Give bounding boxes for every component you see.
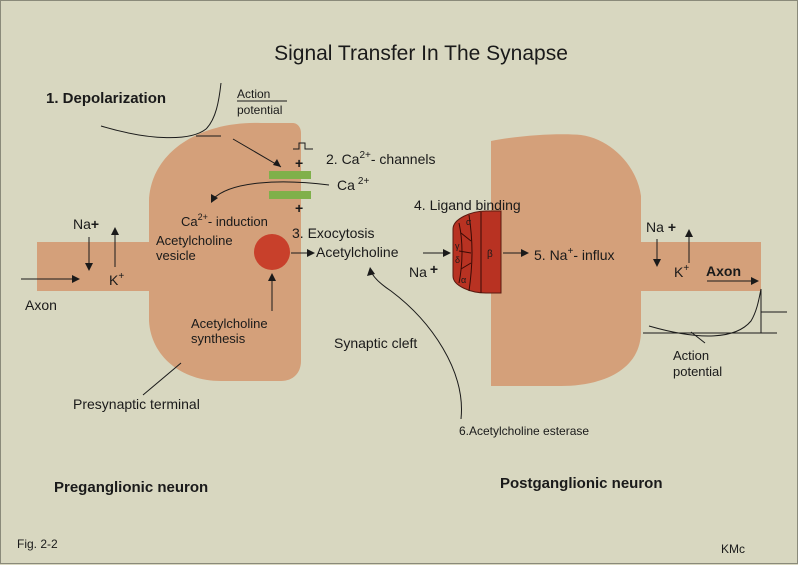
na-left-label: Na+ bbox=[73, 216, 99, 232]
ap-to-channel-line bbox=[232, 138, 282, 168]
k-right-label: K+ bbox=[674, 263, 689, 280]
ap-right-label-2: potential bbox=[673, 364, 722, 379]
depolarization-label: 1. Depolarization bbox=[46, 90, 166, 107]
axon-left-arrowhead bbox=[72, 275, 80, 283]
ap-right-leader bbox=[690, 331, 706, 344]
pulse-symbol bbox=[293, 142, 313, 150]
na-influx-label: 5. Na+- influx bbox=[534, 246, 615, 263]
postganglionic-label: Postganglionic neuron bbox=[500, 475, 663, 492]
ach-synthesis-label-2: synthesis bbox=[191, 331, 246, 346]
k-left-label: K+ bbox=[109, 271, 124, 288]
k-left-arrowhead bbox=[111, 227, 119, 235]
vesicle-to-ach-arrowhead bbox=[307, 249, 315, 257]
receptor-alpha-top: α bbox=[466, 217, 471, 227]
ap-left-label-2: potential bbox=[237, 103, 282, 117]
na-receptor-label: Na+ bbox=[409, 261, 438, 280]
ap-left-label-1: Action bbox=[237, 87, 270, 101]
ach-vesicle-label-1: Acetylcholine bbox=[156, 233, 233, 248]
k-right-arrowhead bbox=[685, 229, 693, 237]
esterase-arrowhead bbox=[367, 267, 375, 276]
acetylcholine-label: Acetylcholine bbox=[316, 244, 399, 260]
calcium-channel-bottom bbox=[269, 191, 311, 199]
presynaptic-terminal-label: Presynaptic terminal bbox=[73, 396, 200, 412]
receptor-to-influx-arrowhead bbox=[521, 249, 529, 257]
ap-to-channel-arrowhead bbox=[273, 159, 281, 167]
ach-to-receptor-arrowhead bbox=[443, 249, 451, 257]
ap-left-curve bbox=[100, 82, 222, 139]
axon-right-label: Axon bbox=[706, 263, 741, 279]
ligand-binding-label: 4. Ligand binding bbox=[414, 197, 521, 213]
receptor-alpha-bottom: α bbox=[461, 275, 466, 285]
exocytosis-label: 3. Exocytosis bbox=[292, 225, 374, 241]
calcium-channel-top bbox=[269, 171, 311, 179]
na-left-arrowhead bbox=[85, 263, 93, 271]
ca-induction-label: Ca2+- induction bbox=[181, 212, 268, 229]
esterase-label: 6.Acetylcholine esterase bbox=[459, 424, 589, 438]
figure-label: Fig. 2-2 bbox=[17, 537, 58, 551]
preganglionic-label: Preganglionic neuron bbox=[54, 479, 208, 496]
na-right-label: Na+ bbox=[646, 219, 676, 235]
presynaptic-leader bbox=[142, 362, 182, 396]
axon-left-label: Axon bbox=[25, 297, 57, 313]
receptor-gamma: γ bbox=[455, 241, 460, 251]
ach-vesicle-label-2: vesicle bbox=[156, 248, 196, 263]
acetylcholine-vesicle bbox=[254, 234, 290, 270]
plus-channel-bottom: + bbox=[295, 200, 303, 216]
postsynaptic-neuron bbox=[491, 134, 761, 386]
plus-channel-top: + bbox=[295, 155, 303, 171]
ap-right-label-1: Action bbox=[673, 348, 709, 363]
ach-synthesis-label-1: Acetylcholine bbox=[191, 316, 268, 331]
receptor-delta: δ bbox=[455, 255, 460, 265]
synaptic-cleft-label: Synaptic cleft bbox=[334, 335, 417, 351]
ap-right-curve bbox=[648, 288, 762, 337]
ca-influx-arrow bbox=[212, 181, 330, 200]
na-right-arrowhead bbox=[653, 259, 661, 267]
nicotinic-receptor: α γ δ α β bbox=[452, 210, 502, 294]
receptor-beta: β bbox=[487, 249, 493, 260]
synthesis-arrowhead bbox=[268, 273, 276, 281]
esterase-arrow-line bbox=[370, 270, 462, 420]
axon-right-arrowhead bbox=[751, 277, 759, 285]
author-label: KMc bbox=[721, 542, 745, 556]
diagram-title: Signal Transfer In The Synapse bbox=[274, 42, 568, 65]
ca-influx-arrowhead bbox=[211, 194, 218, 203]
ca-channels-label: 2. Ca2+- channels bbox=[326, 150, 435, 167]
